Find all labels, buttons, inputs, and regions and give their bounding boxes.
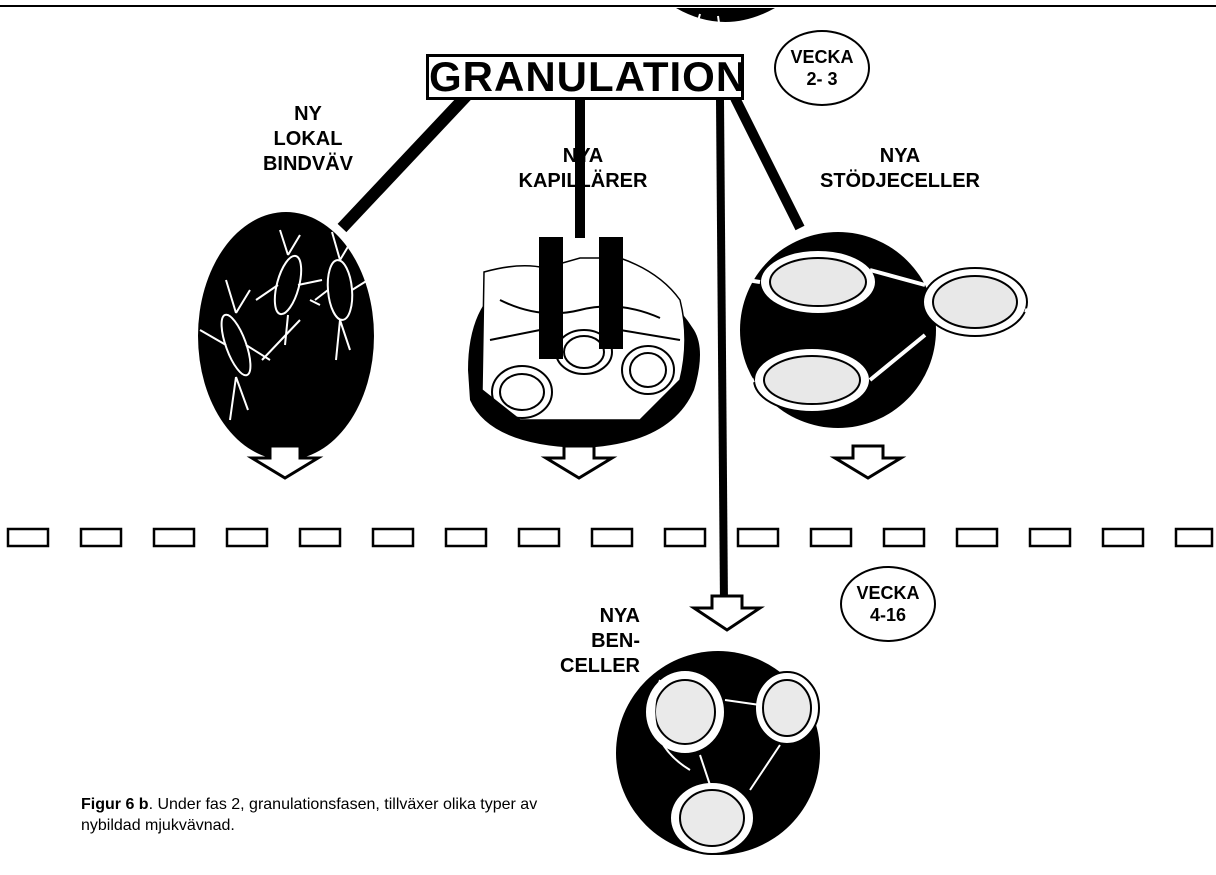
label-line: NY [248,102,368,127]
divider-dash [1030,529,1070,546]
divider-dash [8,529,48,546]
label-line: STÖDJECELLER [810,169,990,194]
connector-support [735,98,800,228]
label-connective-tissue: NY LOKAL BINDVÄV [248,102,368,177]
label-line: NYA [540,604,640,629]
week-range: 4-16 [842,604,934,626]
label-capillaries: NYA KAPILLÄRER [508,144,658,194]
divider-dash [300,529,340,546]
week-badge-phase1: VECKA 2- 3 [774,30,870,106]
figure-caption: Figur 6 b. Under fas 2, granulationsfase… [81,794,601,836]
divider-dash [1103,529,1143,546]
week-label: VECKA [776,46,868,68]
connective-tissue-illustration [198,212,374,460]
label-bone-cells: NYA BEN- CELLER [540,604,640,679]
divider-dash [665,529,705,546]
title-granulation: GRANULATION [426,54,744,100]
week-badge-phase2: VECKA 4-16 [840,566,936,642]
divider-dash [1176,529,1212,546]
label-line: CELLER [540,654,640,679]
label-line: BEN- [540,629,640,654]
bone-cells-illustration [616,651,820,855]
label-line: NYA [810,144,990,169]
divider-dash [519,529,559,546]
divider-dash [811,529,851,546]
divider-dash [884,529,924,546]
down-arrow-bone [694,596,760,630]
divider-dash [592,529,632,546]
capillaries-illustration [468,238,700,448]
week-label: VECKA [842,582,934,604]
divider-dash [373,529,413,546]
divider-dash [154,529,194,546]
week-range: 2- 3 [776,68,868,90]
support-cells-illustration [734,232,1062,428]
divider-dash [446,529,486,546]
label-line: KAPILLÄRER [508,169,658,194]
connector-bone [720,100,724,606]
label-line: BINDVÄV [248,152,368,177]
caption-label: Figur 6 b [81,796,149,813]
down-arrow-support [835,446,901,478]
arrows [252,446,901,630]
divider-dash [227,529,267,546]
label-support-cells: NYA STÖDJECELLER [810,144,990,194]
label-line: LOKAL [248,127,368,152]
divider-dash [81,529,121,546]
divider-dash [957,529,997,546]
phase-divider [8,529,1212,546]
divider-dash [738,529,778,546]
previous-stage-circle [676,8,775,22]
down-arrow-capillaries [546,446,612,478]
label-line: NYA [508,144,658,169]
caption-text: . Under fas 2, granulationsfasen, tillvä… [81,796,537,834]
